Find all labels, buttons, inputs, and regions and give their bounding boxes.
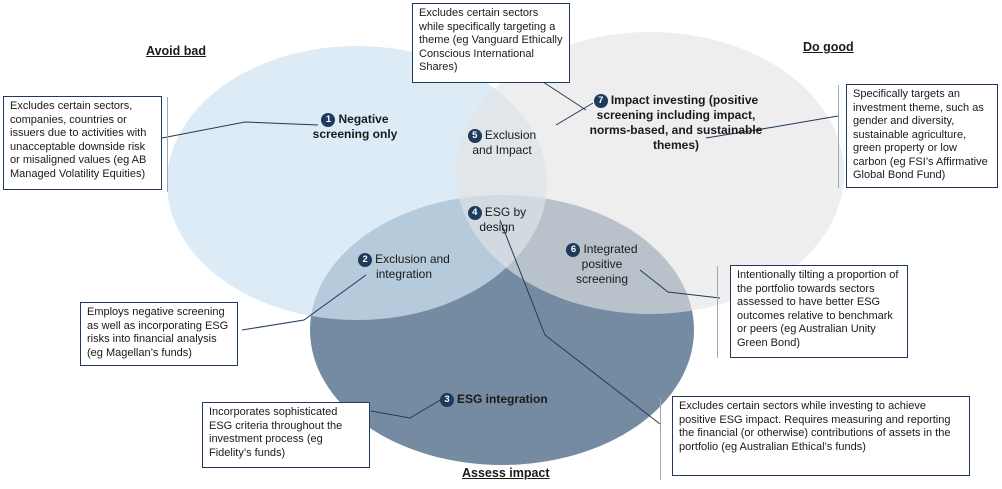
- callout-bracket: [838, 85, 839, 188]
- callout-esg-integration: Incorporates sophisticated ESG criteria …: [202, 402, 370, 468]
- do-good-heading: Do good: [803, 40, 854, 54]
- avoid-bad-heading: Avoid bad: [146, 44, 206, 58]
- number-badge: 5: [467, 129, 482, 143]
- do-good-circle: [456, 32, 844, 314]
- callout-impact-investing: Specifically targets an investment theme…: [846, 84, 998, 188]
- assess-impact-heading: Assess impact: [462, 466, 550, 480]
- callout-esg-by-design: Excludes certain sectors while investing…: [672, 396, 970, 476]
- number-badge: 1: [321, 113, 336, 127]
- callout-exclusion-integration: Employs negative screening as well as in…: [80, 302, 238, 366]
- connector-esg-integration: [370, 398, 443, 419]
- connector-negative-screening: [161, 121, 319, 139]
- connector-impact-investing-left: [555, 102, 594, 126]
- connector-exclusion-impact: [539, 79, 587, 111]
- number-badge: 3: [440, 393, 454, 407]
- connector-exclusion-integration: [241, 274, 367, 331]
- number-badge: 2: [358, 253, 373, 267]
- number-badge: 7: [593, 94, 608, 108]
- callout-bracket: [660, 398, 661, 480]
- callout-bracket: [717, 266, 718, 358]
- callout-negative-screening: Excludes certain sectors, companies, cou…: [3, 96, 162, 190]
- callout-exclusion-impact: Excludes certain sectors while specifica…: [412, 3, 570, 83]
- callout-integrated-positive: Intentionally tilting a proportion of th…: [730, 265, 908, 358]
- number-badge: 6: [566, 243, 581, 257]
- connector-impact-investing: [705, 115, 839, 139]
- connector-esg-by-design: [499, 219, 661, 425]
- number-badge: 4: [467, 206, 482, 220]
- callout-bracket: [167, 97, 168, 192]
- connector-integrated-positive: [639, 269, 721, 299]
- avoid-bad-circle: [167, 46, 547, 320]
